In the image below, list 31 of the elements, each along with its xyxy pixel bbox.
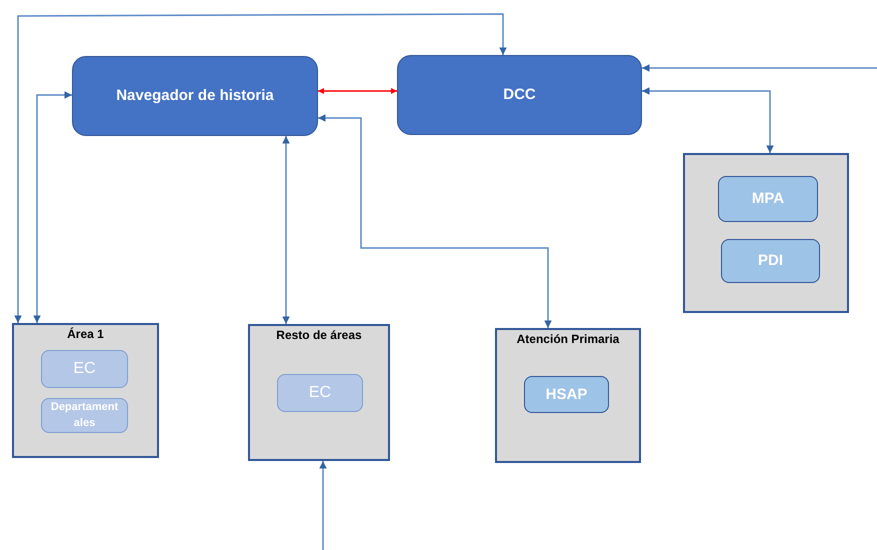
box-label: MPA <box>752 190 784 208</box>
system-box <box>41 398 128 433</box>
group-heading: Atención Primaria <box>516 333 620 347</box>
box-label: Navegador de historia <box>116 87 274 105</box>
system-box <box>718 176 818 222</box>
connector-arrow <box>33 91 72 323</box>
group-panel <box>683 153 849 313</box>
box-label: HSAP <box>546 386 588 404</box>
connector-arrow <box>318 88 397 94</box>
process-box <box>397 55 642 135</box>
connector-arrow <box>319 461 327 550</box>
connector-arrow <box>642 87 774 153</box>
connector-arrow <box>14 13 507 323</box>
group-panel <box>248 324 390 461</box>
box-label: EC <box>73 360 96 378</box>
box-label: PDI <box>758 252 783 270</box>
box-label: EC <box>308 384 332 402</box>
connector-arrow <box>318 114 552 328</box>
box-label: Departamentales <box>50 400 118 430</box>
system-box <box>721 239 820 283</box>
group-panel <box>12 323 159 458</box>
group-panel <box>495 328 641 463</box>
system-box <box>277 374 363 412</box>
process-box <box>72 56 318 136</box>
system-box <box>41 350 128 388</box>
connector-arrow <box>642 64 877 72</box>
box-label: DCC <box>503 86 536 104</box>
group-heading: Resto de áreas <box>276 329 362 343</box>
connector-arrow <box>282 136 290 324</box>
group-heading: Área 1 <box>67 328 104 342</box>
system-box <box>524 376 609 413</box>
